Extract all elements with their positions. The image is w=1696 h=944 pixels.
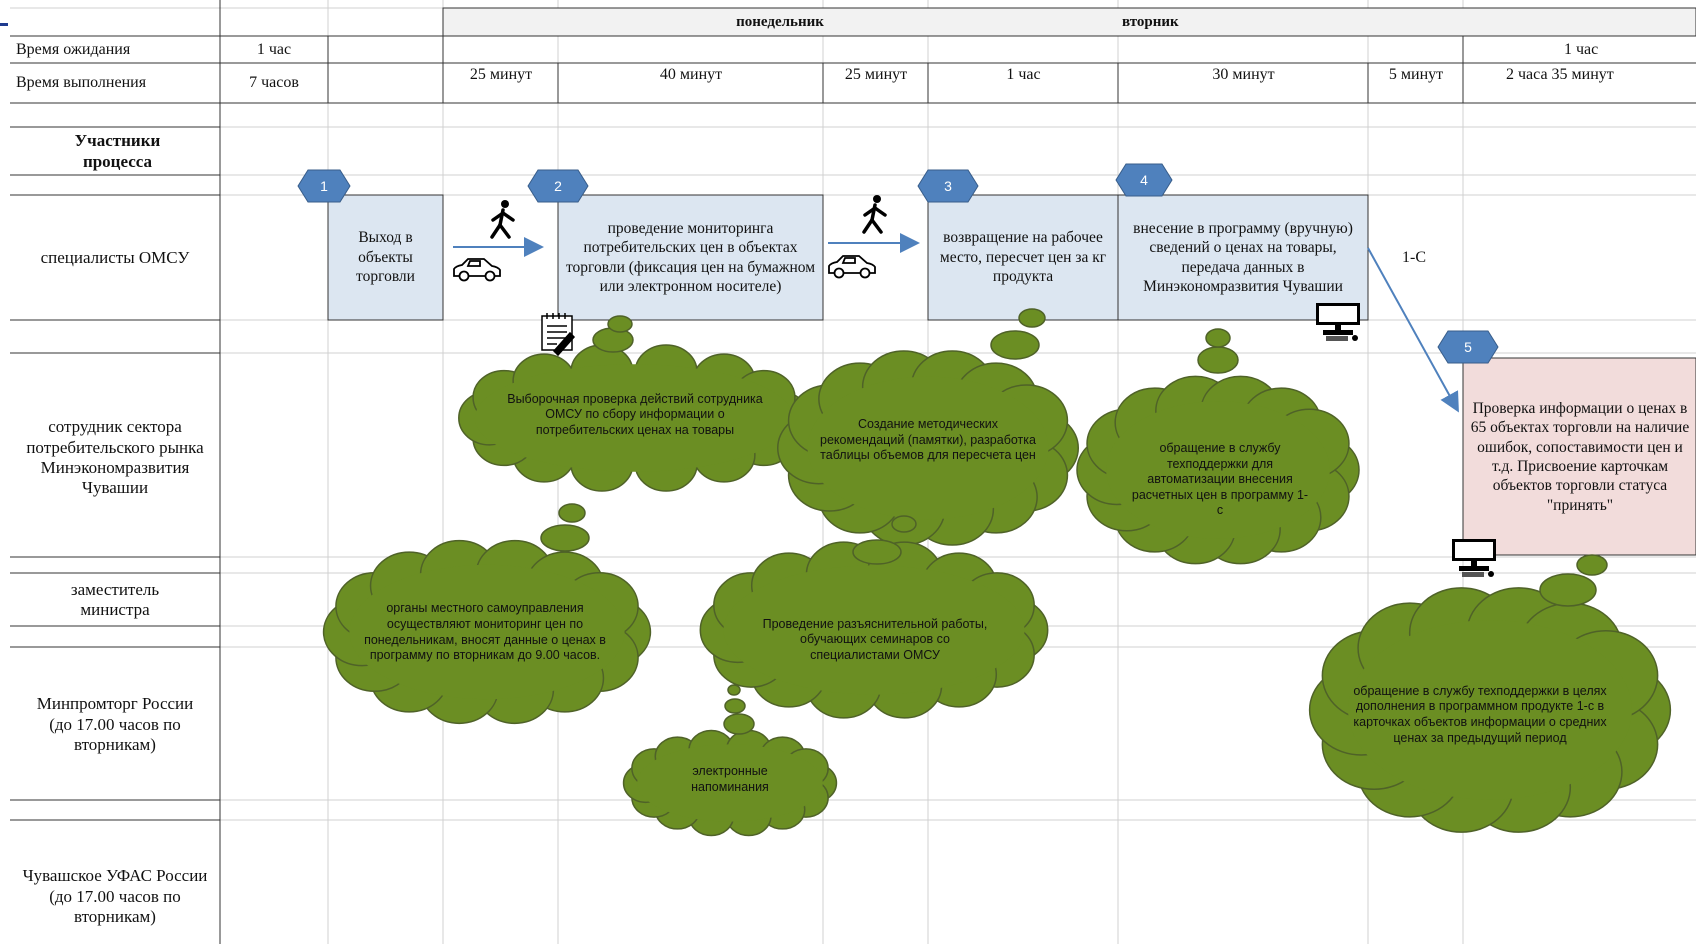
wait-total: 1 час — [256, 40, 292, 58]
cloud-text-4: органы местного самоуправления осуществл… — [364, 601, 606, 663]
step-box-1 — [327, 194, 444, 321]
step-text-3: возвращение на рабочее место, пересчет ц… — [939, 229, 1107, 286]
row-label-ufas: Чувашское УФАС России (до 17.00 часов по… — [22, 866, 208, 927]
row-label-exec: Время выполнения — [16, 74, 147, 91]
walking-person-icon — [490, 200, 515, 239]
step-text-2: проведение мониторинга потребительских ц… — [565, 219, 816, 295]
cloud-3 — [1076, 328, 1360, 565]
exec-total: 7 часов — [249, 74, 299, 92]
cloud-text-3: обращение в службу техподдержки для авто… — [1131, 440, 1309, 518]
connector-label: 1-С — [1402, 249, 1426, 267]
row-label-deputy: заместитель министра — [70, 579, 160, 619]
computer-icon — [1452, 539, 1496, 577]
cloud-5 — [699, 515, 1049, 719]
step-number-1: 1 — [320, 177, 328, 194]
cloud-text-6: электронные напоминания — [691, 764, 769, 794]
step-box-2 — [557, 194, 824, 321]
step-box-4 — [1117, 194, 1369, 321]
exec-time-5: 30 минут — [1212, 66, 1275, 84]
cloud-7 — [1308, 554, 1672, 833]
cloud-6 — [622, 684, 838, 837]
row-label-wait: Время ожидания — [16, 40, 131, 58]
cloud-2 — [776, 308, 1080, 546]
step-badge-3 — [917, 169, 979, 203]
step-badge-1 — [297, 169, 351, 203]
step-number-5: 5 — [1464, 338, 1472, 355]
row-label-minprom: Минпромторг России (до 17.00 часов по вт… — [36, 694, 194, 755]
row-marker — [0, 23, 8, 26]
exec-time-1: 25 минут — [469, 66, 533, 84]
car-icon — [453, 258, 501, 282]
cloud-1 — [458, 315, 810, 492]
cloud-text-7: обращение в службу техподдержки в целях … — [1353, 683, 1607, 745]
thought-clouds — [322, 308, 1672, 837]
exec-time-2: 40 минут — [659, 66, 723, 84]
exec-time-3: 25 минут — [844, 66, 908, 84]
computer-icon — [1316, 303, 1360, 341]
wait-step5: 1 час — [1564, 40, 1599, 58]
day-header-band — [442, 7, 1696, 37]
row-label-omsu: специалисты ОМСУ — [40, 247, 190, 267]
step-box-3 — [927, 194, 1119, 321]
exec-time-4: 1 час — [1006, 66, 1041, 84]
day-header-tuesday: вторник — [1122, 14, 1179, 30]
cloud-text-5: Проведение разъяснительной работы, обуча… — [762, 616, 988, 662]
exec-time-6: 5 минут — [1388, 66, 1444, 84]
step-box-5 — [1462, 357, 1696, 556]
arrow-4-5 — [1367, 247, 1459, 413]
car-icon — [828, 255, 876, 279]
row-label-participants: Участники процесса — [74, 131, 161, 171]
cloud-4 — [322, 503, 652, 725]
walking-person-icon — [862, 195, 887, 234]
exec-time-7: 2 часа 35 минут — [1506, 66, 1614, 84]
notepad-icon — [541, 313, 576, 357]
row-label-sector: сотрудник сектора потребительского рынка… — [26, 417, 204, 498]
step-number-3: 3 — [944, 177, 952, 194]
step-badges — [297, 163, 1499, 364]
step-text-4: внесение в программу (вручную) сведений … — [1133, 219, 1353, 295]
step-number-2: 2 — [554, 177, 562, 194]
cloud-text-1: Выборочная проверка действий сотрудника … — [507, 391, 763, 437]
step-badge-5 — [1437, 330, 1499, 364]
step-text-1: Выход в объекты торговли — [356, 229, 415, 286]
step-text-5: Проверка информации о ценах в 65 объекта… — [1470, 399, 1690, 514]
cloud-text-2: Создание методических рекомендаций (памя… — [820, 417, 1036, 463]
day-header-monday: понедельник — [736, 14, 824, 30]
step-badge-4 — [1115, 163, 1173, 197]
step-badge-2 — [527, 169, 589, 203]
step-number-4: 4 — [1140, 171, 1148, 188]
